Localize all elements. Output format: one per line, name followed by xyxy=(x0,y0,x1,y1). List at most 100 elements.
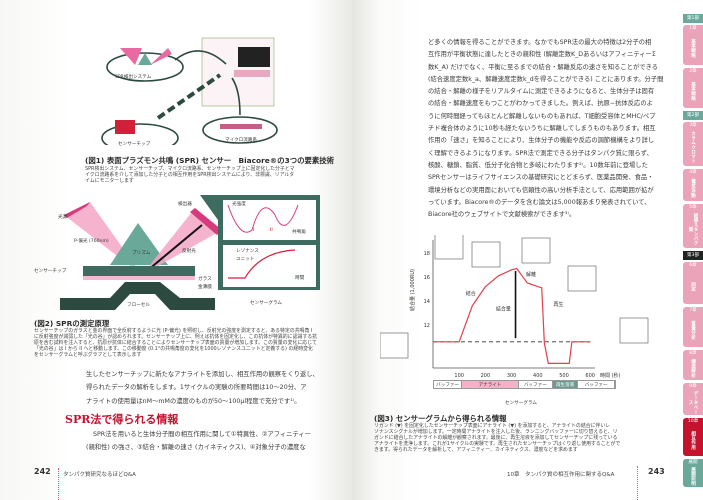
prism-icon xyxy=(138,53,152,65)
body-line: SPR法を用いると生体分子間の相互作用に関して①特異性、②アフィニティー xyxy=(93,431,311,438)
running-head-right: 10章 タンパク質の相互作用に関するQ&A xyxy=(507,472,615,478)
body-line: 得られたデータの解析をします。1サイクルの実験の所要時間は10〜20分、ア xyxy=(86,384,307,392)
page-number-left: 242 xyxy=(34,467,51,476)
y-tick-label: 18 xyxy=(424,251,430,257)
part-tab[interactable]: 第2部 xyxy=(683,111,703,120)
body-line: 環境分析などの実用面においても信頼性の高い分析手法として、応用範囲が拡が xyxy=(428,186,654,194)
part-tab[interactable]: 第3部 xyxy=(683,251,703,260)
label-angle: 共鳴角 xyxy=(292,230,306,235)
label-glass: ガラス xyxy=(198,277,212,282)
chapter-tab[interactable]: 展開展開説明 xyxy=(683,459,703,487)
annotation-binding: 結合 xyxy=(466,290,476,297)
sensorgram-line xyxy=(433,267,591,364)
chapter-title: カラムクロマト xyxy=(690,131,696,164)
label-sensor-chip: センサーチップ xyxy=(118,142,151,147)
label-p-polarized: P-偏光 (760nm) xyxy=(74,239,109,244)
chip-ellipse xyxy=(101,123,179,145)
x-tick-label: 100 xyxy=(454,373,464,379)
phase-segment: 再生溶液 xyxy=(552,381,579,388)
figure1-caption: SPR検出システム、センサーチップ、マイクロ流路系、センサーチップ上に固定化した… xyxy=(85,166,295,184)
chapter-title: 展開説明 xyxy=(690,467,696,486)
caption-line: リガンド (▼) を固定化したセンサーチップ表面にアナライト (▼) を添加する… xyxy=(374,423,611,429)
x-tick-label: 500 xyxy=(559,373,569,379)
chapter-number: 7章 xyxy=(689,308,697,313)
chapter-tab[interactable]: 10章相互作用 xyxy=(683,418,703,456)
label-sensor-chip-2: センサーチップ xyxy=(34,269,67,274)
surface-icon xyxy=(567,265,597,292)
surface-icon xyxy=(619,317,649,344)
chapter-number: 10章 xyxy=(687,419,699,424)
running-head-left: タンパク質研究なるほどQ&A xyxy=(63,472,136,478)
y-tick-label: 12 xyxy=(424,323,430,329)
chapter-tab[interactable]: 4章電気泳動 xyxy=(683,169,703,201)
chapter-number: 5章 xyxy=(689,205,697,210)
phase-bar: バッファーアナライトバッファー再生溶液バッファー xyxy=(433,380,616,389)
body-line: うに何時間経ってもほとんど解離しないものもあれば、T細胞受容体とMHC/ペプ xyxy=(428,112,656,120)
label-light-source: 光源 xyxy=(58,215,68,220)
caption-line: ガンドに結合したアナライトの解離が観察されます。最後に、再生溶液を添加してセンサ… xyxy=(374,435,618,441)
body-line: 核酸、糖鎖、脂質、低分子化合物と多岐にわたります²⁾。10数年前に登場した xyxy=(428,161,648,169)
chapter-title: 質量分析 xyxy=(690,321,696,340)
body-line: 生したセンサーチップに新たなアナライトを添加し、相互作用の観察をくり返し、 xyxy=(86,371,319,378)
figure3-title: (図3) センサーグラムから得られる情報 xyxy=(374,414,507,423)
y-axis-label: 結合量 (1,000RU) xyxy=(409,269,416,311)
left-page: SPR検出システム センサーチップ マイクロ流路系 (図1) 表面プラズモン共鳴… xyxy=(0,0,352,500)
chapter-tab[interactable]: 2章基本戦略 xyxy=(683,68,703,108)
chapter-tab[interactable]: 5章組換えタンパク質 xyxy=(683,204,703,248)
connector-arrow xyxy=(231,77,241,116)
annotation-amount: 結合量 xyxy=(496,306,511,313)
chapter-number: 1章 xyxy=(689,26,697,31)
phase-segment: バッファー xyxy=(578,381,615,388)
instrument-screen xyxy=(238,47,270,67)
body-line: ど多くの情報を得ることができます。なかでもSPR法の最大の特徴は2分子の相 xyxy=(428,39,652,46)
detector-icon xyxy=(190,208,222,235)
annotation-dissociation: 解離 xyxy=(526,271,536,278)
chapter-tab[interactable]: 9章データベース xyxy=(683,383,703,415)
label-resonance: レゾナンス xyxy=(236,249,259,254)
caption-line: イクロ流路系を介して添加した分子との相互作用をSPR検出システムにより、非標識、… xyxy=(85,172,295,178)
chapter-number: 8章 xyxy=(689,351,697,356)
body-line: っています。Biacore®のデータを含む論文は5,000報あまり発表されていて… xyxy=(428,198,651,206)
chapter-number: 4章 xyxy=(689,170,697,175)
part-tab[interactable]: 第1部 xyxy=(683,14,703,23)
caption-line: きます。得られたデータを解析して、アフィニティー、カイネティクス、濃度などを求め… xyxy=(374,447,578,453)
label-detector: 検出器 xyxy=(178,202,192,207)
figure1-diagram xyxy=(101,37,278,145)
body-line: 互作用が平衡状態に達したときの親和性 (解離定数K_DあるいはアフィニティーΣ xyxy=(428,51,656,59)
intensity-curve xyxy=(227,204,299,233)
left-body-text-2: SPR法を用いると生体分子間の相互作用に関して①特異性、②アフィニティー (親和… xyxy=(86,428,311,455)
intensity-plot xyxy=(223,200,316,240)
chapter-title: 相互作用 xyxy=(690,431,696,450)
chapter-tab[interactable]: 1章基本戦略 xyxy=(683,25,703,65)
gold-layer xyxy=(83,276,195,280)
resonance-plot xyxy=(223,245,316,287)
figure2-diagram xyxy=(60,195,320,310)
annotation-regeneration: 再生 xyxy=(554,301,564,308)
chapter-tab[interactable]: 7章質量分析 xyxy=(683,307,703,347)
light-cone-icon xyxy=(120,48,142,65)
caption-line: ゾナンスシグナルが増加します。一定時間アナライトを注入した後、ランニングバッファ… xyxy=(374,429,618,435)
body-line: (結合速度定数k_a、解離速度定数k_dを得ることができる) ことにあります。分… xyxy=(428,75,664,83)
surface-icon xyxy=(521,237,551,264)
chapter-title: 基本戦略 xyxy=(690,82,696,101)
label-unit: ユニット xyxy=(236,257,255,262)
prism xyxy=(110,223,168,265)
chapter-tab[interactable]: 3章カラムクロマト xyxy=(683,122,703,166)
body-line: 数K_A) だけでなく、平衡に至るまでの結合・解離反応の速さを知ることができる xyxy=(428,63,659,71)
label-sensorgram: センサーグラム xyxy=(250,301,283,306)
chapter-tab[interactable]: 6章同定 xyxy=(683,262,703,304)
x-tick-label: 300 xyxy=(507,373,517,379)
body-line: Biacore社のウェブサイトで文献検索ができます³⁾。 xyxy=(428,211,576,219)
chapter-number: 3章 xyxy=(689,123,697,128)
connector-arrow xyxy=(174,50,227,65)
x-axis-label: 時間 (秒) xyxy=(600,372,621,379)
connector-arrow xyxy=(156,73,222,120)
chart-title: センサーグラム xyxy=(505,401,538,406)
chapter-tab[interactable]: 8章構造解析 xyxy=(683,350,703,380)
caption-line: イムにモニターします xyxy=(85,178,134,184)
left-body-text: 生したセンサーチップに新たなアナライトを添加し、相互作用の観察をくり返し、 得ら… xyxy=(86,368,319,408)
label-time: 時間 xyxy=(295,276,305,281)
light-source-icon xyxy=(64,202,90,218)
label-gold: 金薄膜 xyxy=(198,285,212,290)
